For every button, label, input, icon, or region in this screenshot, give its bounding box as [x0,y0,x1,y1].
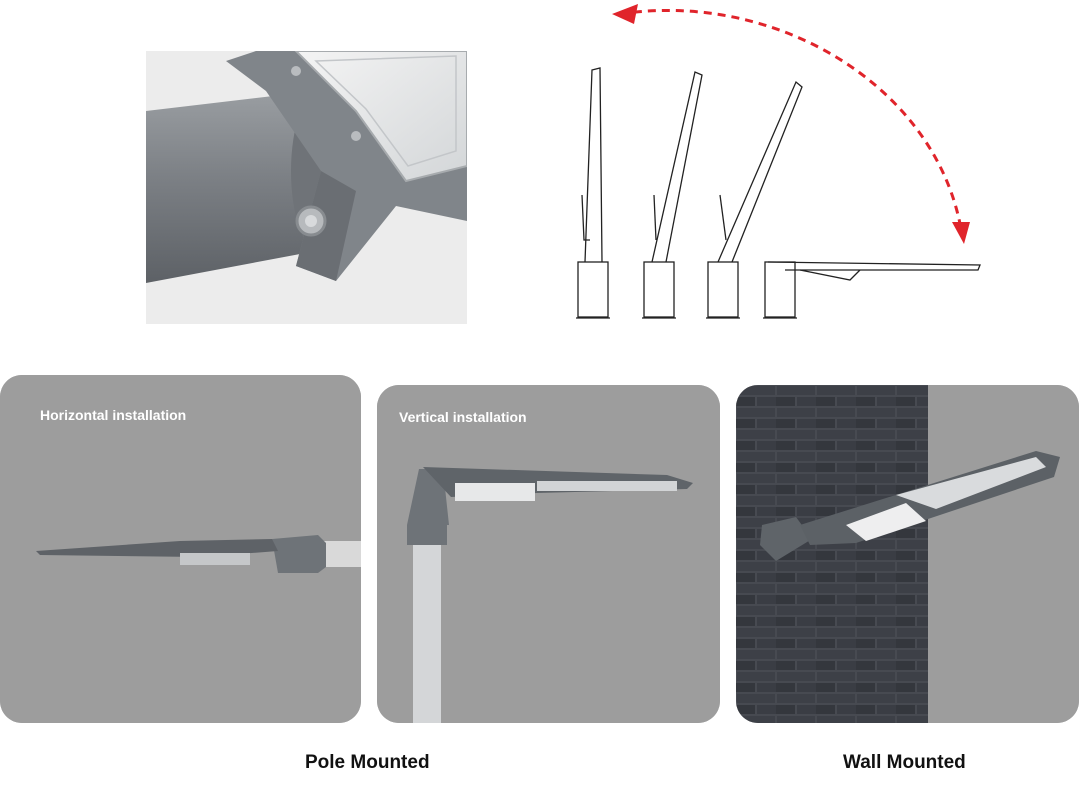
horizontal-installation-panel: Horizontal installation [0,375,361,723]
lamp-position-tilt-2 [706,80,803,319]
bracket-closeup-photo [146,51,467,324]
pole-mounted-caption: Pole Mounted [305,752,430,773]
vertical-installation-panel: Vertical installation [377,385,720,723]
curved-dashed-double-arrow-icon [619,9,964,236]
wall-mounted-panel [736,385,1079,723]
lamp-position-tilt-1 [642,71,703,319]
horizontal-installation-label: Horizontal installation [40,407,187,423]
wall-mounted-caption: Wall Mounted [843,752,966,773]
lamp-position-horizontal [763,261,981,319]
lamp-position-vertical [576,67,610,319]
tilt-angle-diagram [560,0,1000,330]
vertical-installation-label: Vertical installation [399,409,527,425]
